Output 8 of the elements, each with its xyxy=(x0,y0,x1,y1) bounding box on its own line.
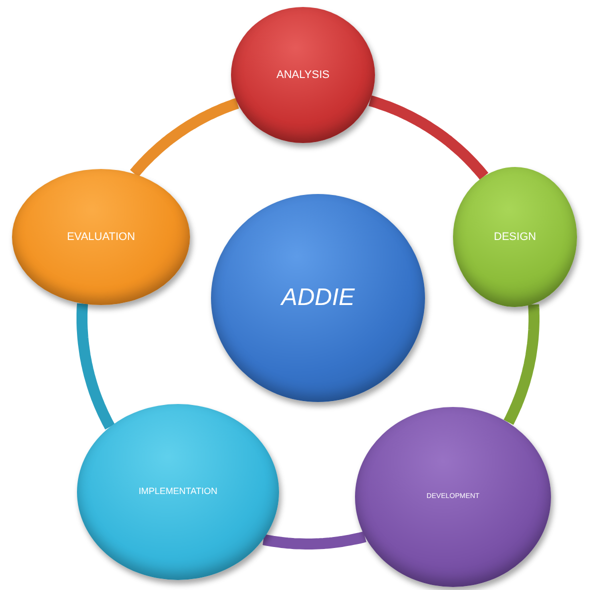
ring-connector xyxy=(504,302,540,426)
phase-label: IMPLEMENTATION xyxy=(138,485,218,498)
phase-label: ANALYSIS xyxy=(276,68,330,83)
phase-label: ADDIE xyxy=(281,283,355,313)
phase-label: DESIGN xyxy=(494,230,536,245)
ring-connector xyxy=(367,95,489,181)
phase-label: EVALUATION xyxy=(66,230,136,245)
ring-connector xyxy=(130,98,242,178)
